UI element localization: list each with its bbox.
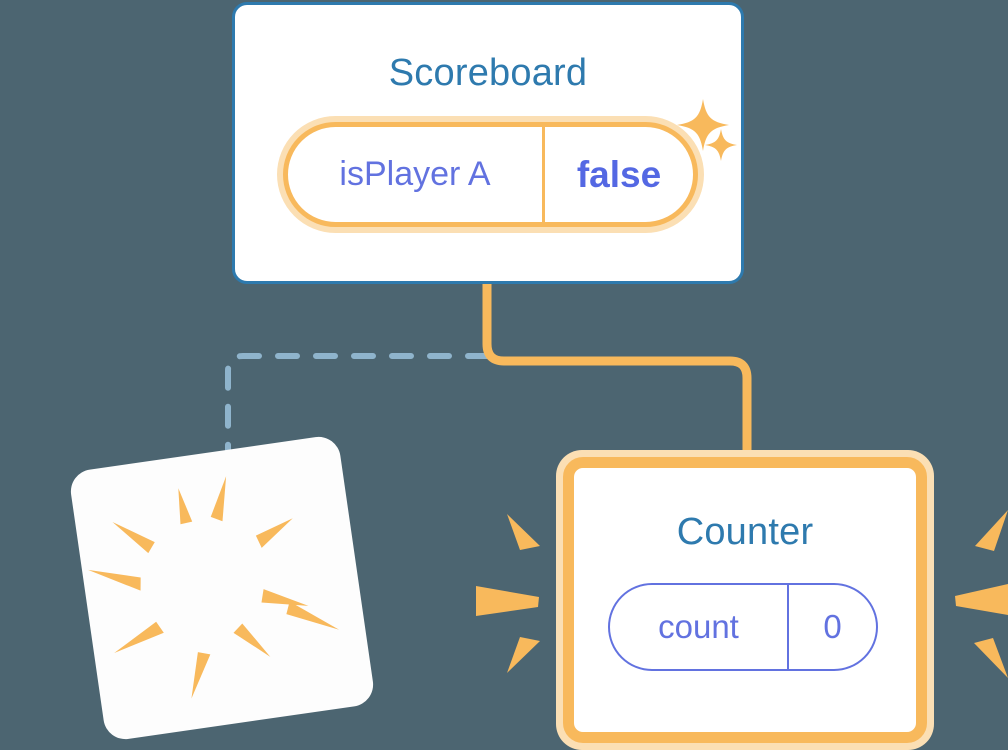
burst-ray-8 <box>233 623 271 657</box>
scoreboard-state-pill[interactable]: isPlayer A false <box>277 116 704 233</box>
ray-left-top <box>507 514 540 550</box>
counter-rays-left <box>476 514 540 673</box>
counter-rays-right <box>955 510 1008 678</box>
burst-ray-group <box>88 476 340 699</box>
burst-ray-9 <box>191 652 211 699</box>
counter-state-value: 0 <box>823 608 842 645</box>
scoreboard-state-pill-inner: isPlayer A false <box>283 122 698 227</box>
node-card-counter[interactable]: Counter count 0 <box>556 450 934 750</box>
scoreboard-title: Scoreboard <box>388 52 588 94</box>
burst-ray-3 <box>112 521 155 554</box>
ray-right-bottom <box>974 638 1008 678</box>
counter-state-key: count <box>610 585 789 669</box>
ray-right-top <box>975 510 1008 551</box>
burst-ray-6 <box>261 589 309 606</box>
ray-left-middle <box>476 586 539 616</box>
counter-title: Counter <box>676 511 814 553</box>
ray-left-bottom <box>507 637 540 673</box>
ray-right-middle <box>955 584 1008 615</box>
scoreboard-state-value: false <box>576 153 662 195</box>
node-card-counter-inner: Counter count 0 <box>563 457 927 743</box>
burst-ray-4 <box>255 518 293 548</box>
scoreboard-state-key: isPlayer A <box>288 127 545 222</box>
counter-state-pill[interactable]: count 0 <box>608 583 878 671</box>
node-card-scoreboard[interactable]: Scoreboard isPlayer A false <box>232 2 744 284</box>
burst-ray-1 <box>178 488 193 525</box>
node-card-burst[interactable] <box>67 433 377 743</box>
burst-ray-5 <box>88 569 141 591</box>
burst-ray-10 <box>286 601 340 630</box>
connector-scoreboard-to-counter <box>482 284 752 470</box>
burst-ray-2 <box>210 476 227 522</box>
burst-ray-7 <box>114 621 164 654</box>
